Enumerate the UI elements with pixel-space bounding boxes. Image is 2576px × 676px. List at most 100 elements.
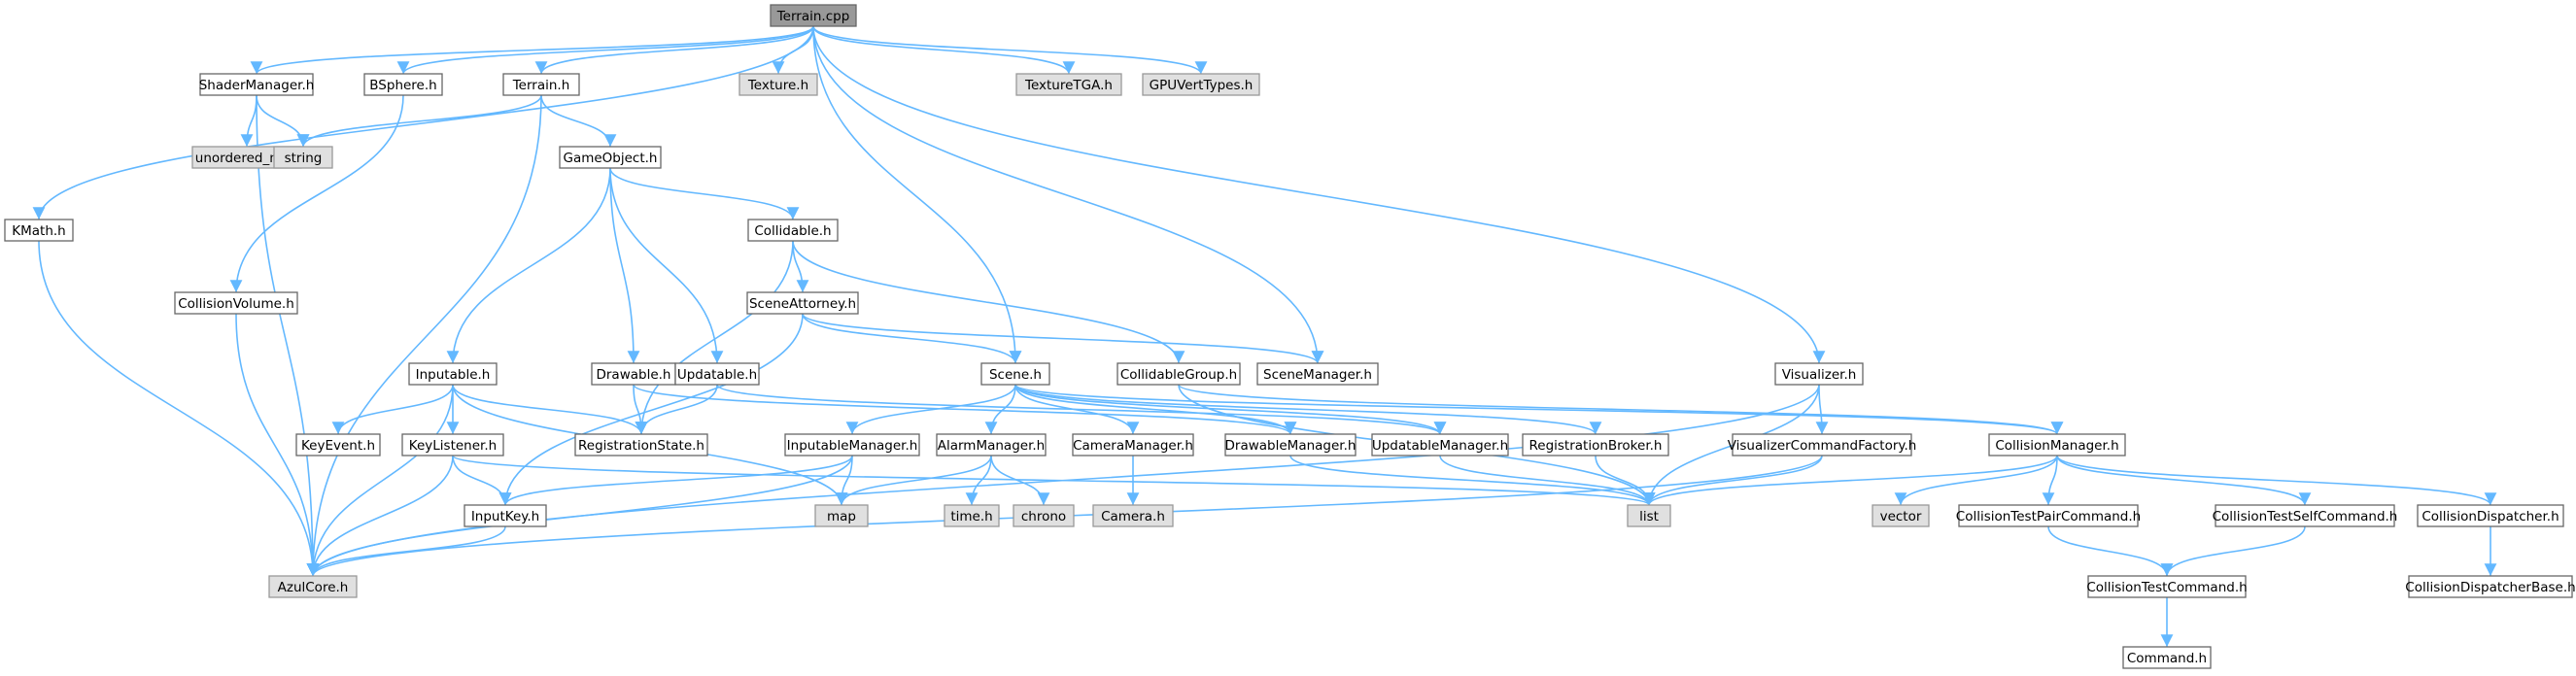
node-terrain-cpp[interactable]: Terrain.cpp: [770, 4, 857, 27]
node-command-h[interactable]: Command.h: [2122, 646, 2212, 669]
node-collisiondispatcher-h[interactable]: CollisionDispatcher.h: [2417, 504, 2564, 527]
node-box: [1224, 433, 1357, 456]
node-box: [295, 433, 381, 456]
edge-bsphere_h-to-collisionvolume_h: [229, 94, 404, 293]
node-registrationstate-h[interactable]: RegistrationState.h: [574, 433, 708, 456]
node-cameramanager-h[interactable]: CameraManager.h: [1072, 433, 1194, 456]
node-box: [2087, 575, 2247, 598]
node-kmath-h[interactable]: KMath.h: [4, 219, 74, 242]
node-map[interactable]: map: [814, 504, 869, 527]
node-keylistener-h[interactable]: KeyListener.h: [401, 433, 504, 456]
node-label: string: [285, 151, 323, 166]
node-inputable-h[interactable]: Inputable.h: [408, 362, 498, 386]
edge-updatablemanager_h-to-list: [1439, 455, 1656, 506]
node-box: [1958, 504, 2139, 527]
edge-inputablemanager_h-to-inputkey_h: [498, 455, 853, 506]
node-visualizercommandfactory-h[interactable]: VisualizerCommandFactory.h: [1728, 433, 1917, 456]
node-time-h[interactable]: time.h: [944, 504, 1000, 527]
edge-shadermanager_h-to-azulcore_h: [256, 94, 320, 577]
node-box: [747, 219, 839, 242]
edge-terrain_cpp-to-scene_h: [812, 25, 1022, 364]
node-box: [980, 362, 1050, 386]
node-azulcore-h[interactable]: AzulCore.h: [268, 575, 358, 598]
node-inputablemanager-h[interactable]: InputableManager.h: [784, 433, 920, 456]
node-vector[interactable]: vector: [1872, 504, 1930, 527]
node-collisiontestselfcommand-h[interactable]: CollisionTestSelfCommand.h: [2213, 504, 2398, 527]
node-box: [2417, 504, 2564, 527]
node-string[interactable]: string: [273, 146, 333, 169]
node-registrationbroker-h[interactable]: RegistrationBroker.h: [1522, 433, 1669, 456]
edge-terrain_cpp-to-scenemanager_h: [812, 25, 1324, 364]
node-bsphere-h[interactable]: BSphere.h: [363, 73, 443, 96]
node-drawable-h[interactable]: Drawable.h: [591, 362, 676, 386]
edge-collisionmanager_h-to-collisiondispatcher_h: [2056, 455, 2497, 506]
node-label: VisualizerCommandFactory.h: [1728, 438, 1917, 454]
edge-scene_h-to-cameramanager_h: [1014, 384, 1140, 435]
node-list[interactable]: list: [1627, 504, 1671, 527]
node-label: AzulCore.h: [278, 580, 349, 595]
edge-sceneattorney_h-to-inputkey_h: [498, 313, 804, 506]
node-texture-h[interactable]: Texture.h: [738, 73, 818, 96]
node-label: CollisionTestPairCommand.h: [1956, 509, 2141, 524]
node-box: [273, 146, 333, 169]
node-label: DrawableManager.h: [1225, 438, 1357, 454]
node-label: TextureTGA.h: [1024, 78, 1113, 93]
node-collisionvolume-h[interactable]: CollisionVolume.h: [174, 291, 298, 315]
node-box: [4, 219, 74, 242]
node-box: [1092, 504, 1174, 527]
node-box: [1774, 362, 1864, 386]
node-updatablemanager-h[interactable]: UpdatableManager.h: [1371, 433, 1509, 456]
node-label: Terrain.cpp: [776, 9, 850, 24]
node-texturetga-h[interactable]: TextureTGA.h: [1015, 73, 1122, 96]
node-box: [1988, 433, 2126, 456]
node-terrain-h[interactable]: Terrain.h: [502, 73, 580, 96]
node-box: [464, 504, 547, 527]
node-box: [1142, 73, 1260, 96]
edge-gameobject_h-to-updatable_h: [609, 167, 724, 364]
node-box: [1872, 504, 1930, 527]
node-label: AlarmManager.h: [938, 438, 1046, 454]
node-collidablegroup-h[interactable]: CollidableGroup.h: [1116, 362, 1241, 386]
edge-updatable_h-to-registrationstate_h: [635, 384, 718, 435]
node-box: [814, 504, 869, 527]
node-collisiondispatcherbase-h[interactable]: CollisionDispatcherBase.h: [2405, 575, 2576, 598]
node-box: [408, 362, 498, 386]
node-inputkey-h[interactable]: InputKey.h: [464, 504, 547, 527]
node-drawablemanager-h[interactable]: DrawableManager.h: [1224, 433, 1357, 456]
node-chrono[interactable]: chrono: [1013, 504, 1075, 527]
node-box: [502, 73, 580, 96]
node-scenemanager-h[interactable]: SceneManager.h: [1256, 362, 1379, 386]
node-label: time.h: [950, 509, 992, 524]
node-collisiontestpaircommand-h[interactable]: CollisionTestPairCommand.h: [1956, 504, 2141, 527]
node-box: [1732, 433, 1912, 456]
edge-terrain_cpp-to-gpuverttypes_h: [812, 25, 1208, 75]
node-label: CameraManager.h: [1073, 438, 1193, 454]
edge-inputable_h-to-keyevent_h: [331, 384, 454, 435]
edge-scene_h-to-collisionmanager_h: [1014, 384, 2063, 435]
node-camera-h[interactable]: Camera.h: [1092, 504, 1174, 527]
node-scene-h[interactable]: Scene.h: [980, 362, 1050, 386]
edge-terrain_h-to-azulcore_h: [306, 94, 542, 577]
edge-collisionvolume_h-to-azulcore_h: [235, 313, 320, 577]
node-updatable-h[interactable]: Updatable.h: [674, 362, 760, 386]
node-shadermanager-h[interactable]: ShaderManager.h: [199, 73, 315, 96]
edge-gameobject_h-to-drawable_h: [609, 167, 640, 364]
node-box: [738, 73, 818, 96]
edge-gameobject_h-to-inputable_h: [446, 167, 611, 364]
node-gpuverttypes-h[interactable]: GPUVertTypes.h: [1142, 73, 1260, 96]
node-box: [268, 575, 358, 598]
node-box: [1522, 433, 1669, 456]
node-gameobject-h[interactable]: GameObject.h: [559, 146, 662, 169]
node-collisionmanager-h[interactable]: CollisionManager.h: [1988, 433, 2126, 456]
node-label: list: [1639, 509, 1659, 524]
node-box: [1116, 362, 1241, 386]
node-visualizer-h[interactable]: Visualizer.h: [1774, 362, 1864, 386]
node-label: SceneManager.h: [1263, 367, 1372, 383]
node-sceneattorney-h[interactable]: SceneAttorney.h: [746, 291, 859, 315]
node-alarmmanager-h[interactable]: AlarmManager.h: [936, 433, 1047, 456]
node-keyevent-h[interactable]: KeyEvent.h: [295, 433, 381, 456]
node-collisiontestcommand-h[interactable]: CollisionTestCommand.h: [2086, 575, 2248, 598]
edge-drawablemanager_h-to-list: [1289, 455, 1656, 506]
node-collidable-h[interactable]: Collidable.h: [747, 219, 839, 242]
node-label: Command.h: [2127, 651, 2207, 666]
